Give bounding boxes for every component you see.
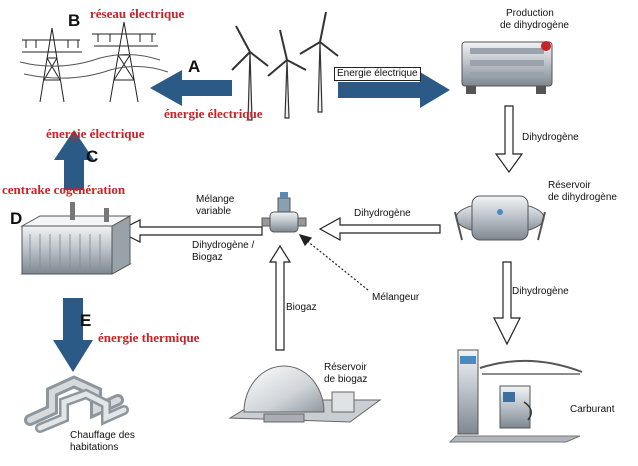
label-production-2: de dihydrogène — [500, 20, 569, 31]
electrolyser-icon — [461, 41, 553, 94]
arrow-c — [54, 130, 94, 190]
arrow-e — [53, 298, 93, 372]
label-chauffage-2: habitations — [70, 442, 119, 453]
label-dihydrogene-2: Dihydrogène — [354, 208, 411, 219]
label-chauffage-1: Chauffage des — [70, 430, 135, 441]
letter-c: C — [86, 147, 99, 166]
arrow-biogas-to-mixer — [268, 244, 292, 351]
label-reservoir-biogaz-2: de biogaz — [324, 374, 368, 385]
pylons-icon — [19, 21, 169, 103]
label-centrale-cogeneration: centrake cogénération — [2, 182, 126, 197]
label-reservoir-biogaz-1: Réservoir — [324, 362, 367, 373]
blue-arrows — [53, 70, 450, 372]
arrow-mixer-to-plant — [116, 219, 263, 243]
fuel-station-icon — [448, 349, 583, 443]
arrow-production-to-reservoir — [494, 105, 524, 174]
label-production-1: Production — [506, 8, 554, 19]
arrow-a — [150, 70, 232, 106]
label-dihydrogene-3: Dihydrogène — [512, 286, 569, 297]
letter-b: B — [68, 11, 81, 30]
label-melange-2: variable — [196, 206, 232, 217]
cogeneration-plant-icon — [20, 202, 132, 275]
arrow-reservoir-to-mixer — [318, 216, 441, 242]
wind-turbine-icon — [231, 11, 339, 121]
label-h2-biogaz-2: Biogaz — [192, 252, 223, 263]
label-energie-box: Energie électrique — [334, 67, 421, 81]
label-h2-biogaz-1: Dihydrogène / — [192, 240, 255, 251]
label-carburant: Carburant — [570, 404, 615, 415]
label-reservoir-h2-2: de dihydrogène — [548, 192, 617, 203]
letter-e: E — [80, 311, 92, 330]
label-dihydrogene-1: Dihydrogène — [522, 132, 579, 143]
mixer-valve-icon — [261, 192, 307, 233]
label-reseau-electrique: réseau électrique — [90, 6, 185, 21]
hollow-arrows — [116, 105, 524, 351]
label-reservoir-h2-1: Réservoir — [548, 180, 591, 191]
melangeur-pointer — [298, 234, 369, 291]
arrow-reservoir-to-station — [493, 261, 521, 346]
label-energie-electrique-c: énergie électrique — [46, 126, 145, 141]
letter-d: D — [10, 209, 23, 228]
label-energie-thermique: énergie thermique — [98, 330, 200, 345]
biogas-dome-icon — [228, 365, 382, 423]
arrow-energie-production — [338, 72, 450, 108]
label-melange-1: Mélange — [196, 194, 235, 205]
heating-pipes-icon — [24, 375, 129, 433]
label-biogaz: Biogaz — [286, 302, 317, 313]
letter-a: A — [188, 57, 201, 76]
label-energie-electrique-a: énergie électrique — [164, 106, 263, 121]
label-melangeur: Mélangeur — [372, 292, 420, 303]
hydrogen-tank-icon — [454, 195, 546, 241]
